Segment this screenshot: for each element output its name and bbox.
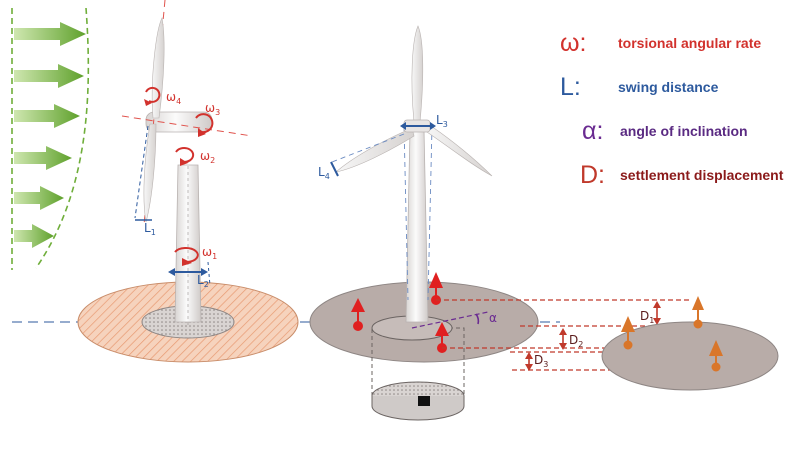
L2-label: L2 [197, 273, 209, 289]
legend-label: angle of inclination [620, 123, 748, 139]
middle-blade-right [423, 123, 493, 177]
legend-label: torsional angular rate [618, 35, 762, 51]
L4-label: L4 [318, 165, 330, 181]
left-nacelle-axis [121, 115, 253, 137]
wind-arrow-icon [14, 64, 84, 88]
left-blade-swing-line [134, 125, 149, 219]
alpha-arc [475, 313, 480, 325]
legend-item-omega: ω: torsional angular rate [560, 28, 795, 72]
L2-swing-line [207, 261, 211, 287]
left-tower [174, 164, 202, 323]
L4-swing-line [331, 133, 405, 163]
legend-label: swing distance [618, 79, 719, 95]
legend-symbol: L: [560, 73, 581, 101]
legend-item-alpha: α: angle of inclination [560, 116, 795, 160]
D2-arrow [559, 328, 567, 350]
omega3-arrowhead-icon [198, 128, 206, 137]
legend-item-L: L: swing distance [560, 72, 795, 116]
omega3-label: ω3 [205, 101, 220, 117]
omega1-rotation-icon [174, 247, 199, 263]
marker-orange [692, 296, 704, 329]
legend-item-D: D: settlement displacement [560, 160, 795, 204]
wind-arrow-icon [14, 224, 54, 248]
wind-arrow-icon [14, 104, 80, 128]
legend-symbol: α: [582, 117, 604, 145]
wind-profile-curve [35, 7, 90, 269]
wind-arrow-icon [14, 22, 86, 46]
omega2-rotation-icon [175, 147, 195, 164]
alpha-label: α [489, 311, 497, 325]
right-ground-disc [601, 321, 779, 391]
middle-turbine: L3 L4 α [309, 25, 539, 421]
middle-sway-right [427, 125, 433, 301]
legend-symbol: ω: [560, 29, 587, 57]
omega3-rotation-icon [195, 113, 214, 134]
wind-arrow-icon [14, 146, 72, 170]
L3-arrowhead-icon [400, 122, 406, 130]
marker-orange [709, 340, 723, 372]
D1-label: D1 [640, 309, 654, 325]
omega2-arrowhead-icon [180, 158, 188, 166]
D2-label: D2 [569, 333, 583, 349]
left-turbine: ω4 ω3 ω2 ω1 L1 L2 [77, 0, 299, 363]
L1-label: L1 [144, 221, 156, 237]
L2-arrowhead-icon [201, 268, 208, 276]
omega1-arrowhead-icon [182, 258, 192, 266]
left-blade-down [143, 123, 157, 223]
D3-arrow [525, 352, 533, 371]
right-ground [601, 296, 779, 391]
omega4-rotation-icon [145, 86, 161, 103]
middle-blade-up [411, 25, 424, 123]
D3-label: D3 [534, 353, 548, 369]
middle-tower [405, 129, 429, 323]
D1-arrow [653, 301, 661, 325]
pile-bottom-cap [371, 396, 465, 421]
middle-sway-left [403, 125, 409, 301]
tilt-reference-line [411, 311, 489, 329]
legend: ω: torsional angular rate L: swing dista… [560, 28, 795, 204]
L2-arrowhead-icon [168, 268, 175, 276]
L3-arrowhead-icon [430, 122, 436, 130]
omega4-arrowhead-icon [144, 99, 152, 106]
omega1-label: ω1 [202, 245, 217, 261]
pile-black-quadrant [418, 396, 430, 406]
wind-profile [11, 7, 90, 270]
marker-red [351, 298, 365, 331]
legend-label: settlement displacement [620, 167, 784, 183]
marker-orange [621, 316, 635, 350]
marker-red [429, 272, 443, 305]
wind-arrow-icon [14, 186, 64, 210]
legend-symbol: D: [580, 161, 605, 189]
L4-arrow [330, 161, 339, 177]
omega2-label: ω2 [200, 149, 215, 165]
left-blade-up [151, 17, 165, 119]
L3-label: L3 [436, 113, 448, 129]
omega4-label: ω4 [166, 90, 181, 106]
